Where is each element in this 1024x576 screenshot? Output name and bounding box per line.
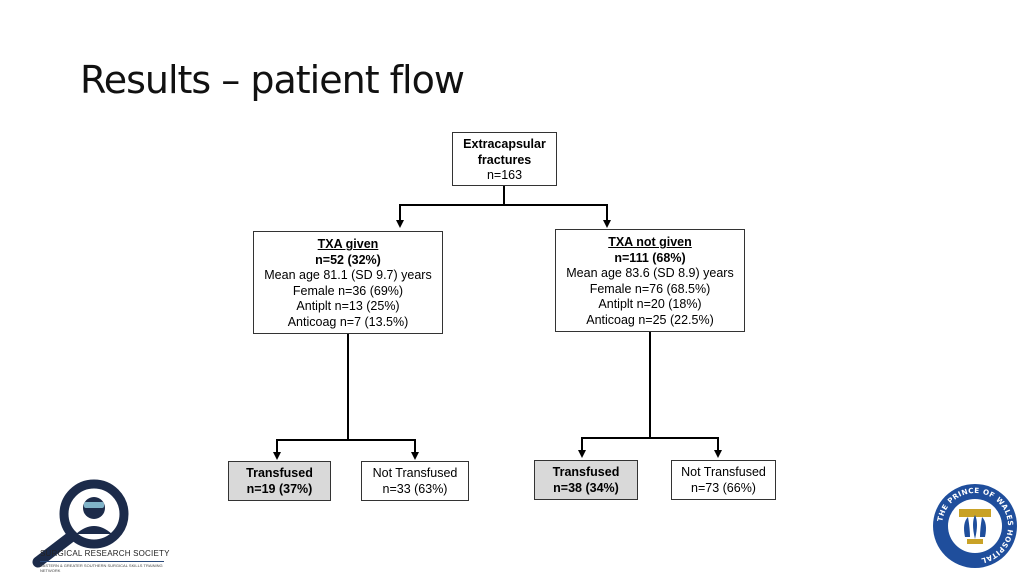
transfused-label: Transfused [246, 466, 313, 480]
connector [399, 204, 401, 222]
arrow-head [714, 450, 722, 458]
connector [347, 334, 349, 440]
txa-given-count: n=52 (32%) [315, 252, 381, 267]
arrow-head [578, 450, 586, 458]
txa-given-box: TXA given n=52 (32%) Mean age 81.1 (SD 9… [253, 231, 443, 334]
txa-given-anticoag: Anticoag n=7 (13.5%) [287, 314, 409, 329]
connector [276, 439, 416, 441]
prince-of-wales-hospital-logo: THE PRINCE OF WALES HOSPITAL [933, 484, 1017, 568]
txa-given-heading: TXA given [317, 237, 379, 251]
root-count: n=163 [486, 168, 523, 182]
not-transfused-count: n=73 (66%) [691, 480, 756, 495]
root-label-2: fractures [477, 152, 532, 167]
connector [276, 439, 278, 453]
txa-not-given-count: n=111 (68%) [614, 250, 686, 265]
txa-not-given-box: TXA not given n=111 (68%) Mean age 83.6 … [555, 229, 745, 332]
txa-given-antiplt: Antiplt n=13 (25%) [296, 299, 400, 313]
txa-given-transfused-box: Transfused n=19 (37%) [228, 461, 331, 501]
surgical-research-society-logo [32, 479, 129, 568]
arrow-head [603, 220, 611, 228]
root-label-1: Extracapsular [463, 137, 546, 151]
transfused-count: n=38 (34%) [553, 480, 619, 495]
txa-not-given-age: Mean age 83.6 (SD 8.9) years [566, 266, 734, 280]
connector [503, 186, 505, 205]
slide-title: Results – patient flow [80, 58, 465, 102]
connector [717, 437, 719, 451]
not-transfused-count: n=33 (63%) [382, 481, 448, 496]
connector [581, 437, 583, 451]
connector [399, 204, 608, 206]
txa-not-given-heading: TXA not given [608, 235, 692, 249]
txa-given-female: Female n=36 (69%) [292, 283, 404, 298]
transfused-count: n=19 (37%) [246, 481, 313, 496]
srs-tagline: EASTERN & GREATER SOUTHERN SURGICAL SKIL… [40, 561, 164, 573]
connector [414, 439, 416, 453]
arrow-head [396, 220, 404, 228]
txa-given-age: Mean age 81.1 (SD 9.7) years [264, 268, 432, 282]
txa-given-not-transfused-box: Not Transfused n=33 (63%) [361, 461, 469, 501]
root-box: Extracapsular fractures n=163 [452, 132, 557, 186]
srs-name: SURGICAL RESEARCH SOCIETY [40, 549, 170, 558]
arrow-head [273, 452, 281, 460]
connector [606, 204, 608, 222]
txa-not-given-antiplt: Antiplt n=20 (18%) [598, 297, 702, 311]
txa-not-given-not-transfused-box: Not Transfused n=73 (66%) [671, 460, 776, 500]
arrow-head [411, 452, 419, 460]
transfused-label: Transfused [552, 465, 620, 479]
connector [649, 332, 651, 438]
txa-not-given-female: Female n=76 (68.5%) [589, 281, 711, 296]
txa-not-given-anticoag: Anticoag n=25 (22.5%) [586, 312, 714, 327]
not-transfused-label: Not Transfused [681, 465, 766, 479]
not-transfused-label: Not Transfused [372, 466, 458, 480]
connector [581, 437, 719, 439]
txa-not-given-transfused-box: Transfused n=38 (34%) [534, 460, 638, 500]
